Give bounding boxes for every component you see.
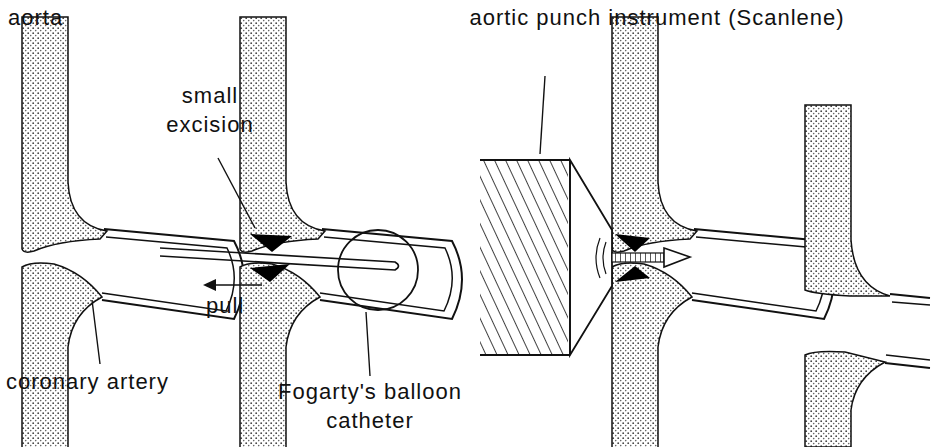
instrument-label: aortic punch instrument (Scanlene) [462, 4, 852, 33]
callout-label: small excision [150, 82, 270, 139]
vessel-label: coronary artery [6, 368, 169, 397]
motion-label: pull [206, 292, 244, 321]
vessel-label: aorta [8, 4, 63, 33]
instrument-label: Fogarty's balloon catheter [270, 378, 470, 435]
